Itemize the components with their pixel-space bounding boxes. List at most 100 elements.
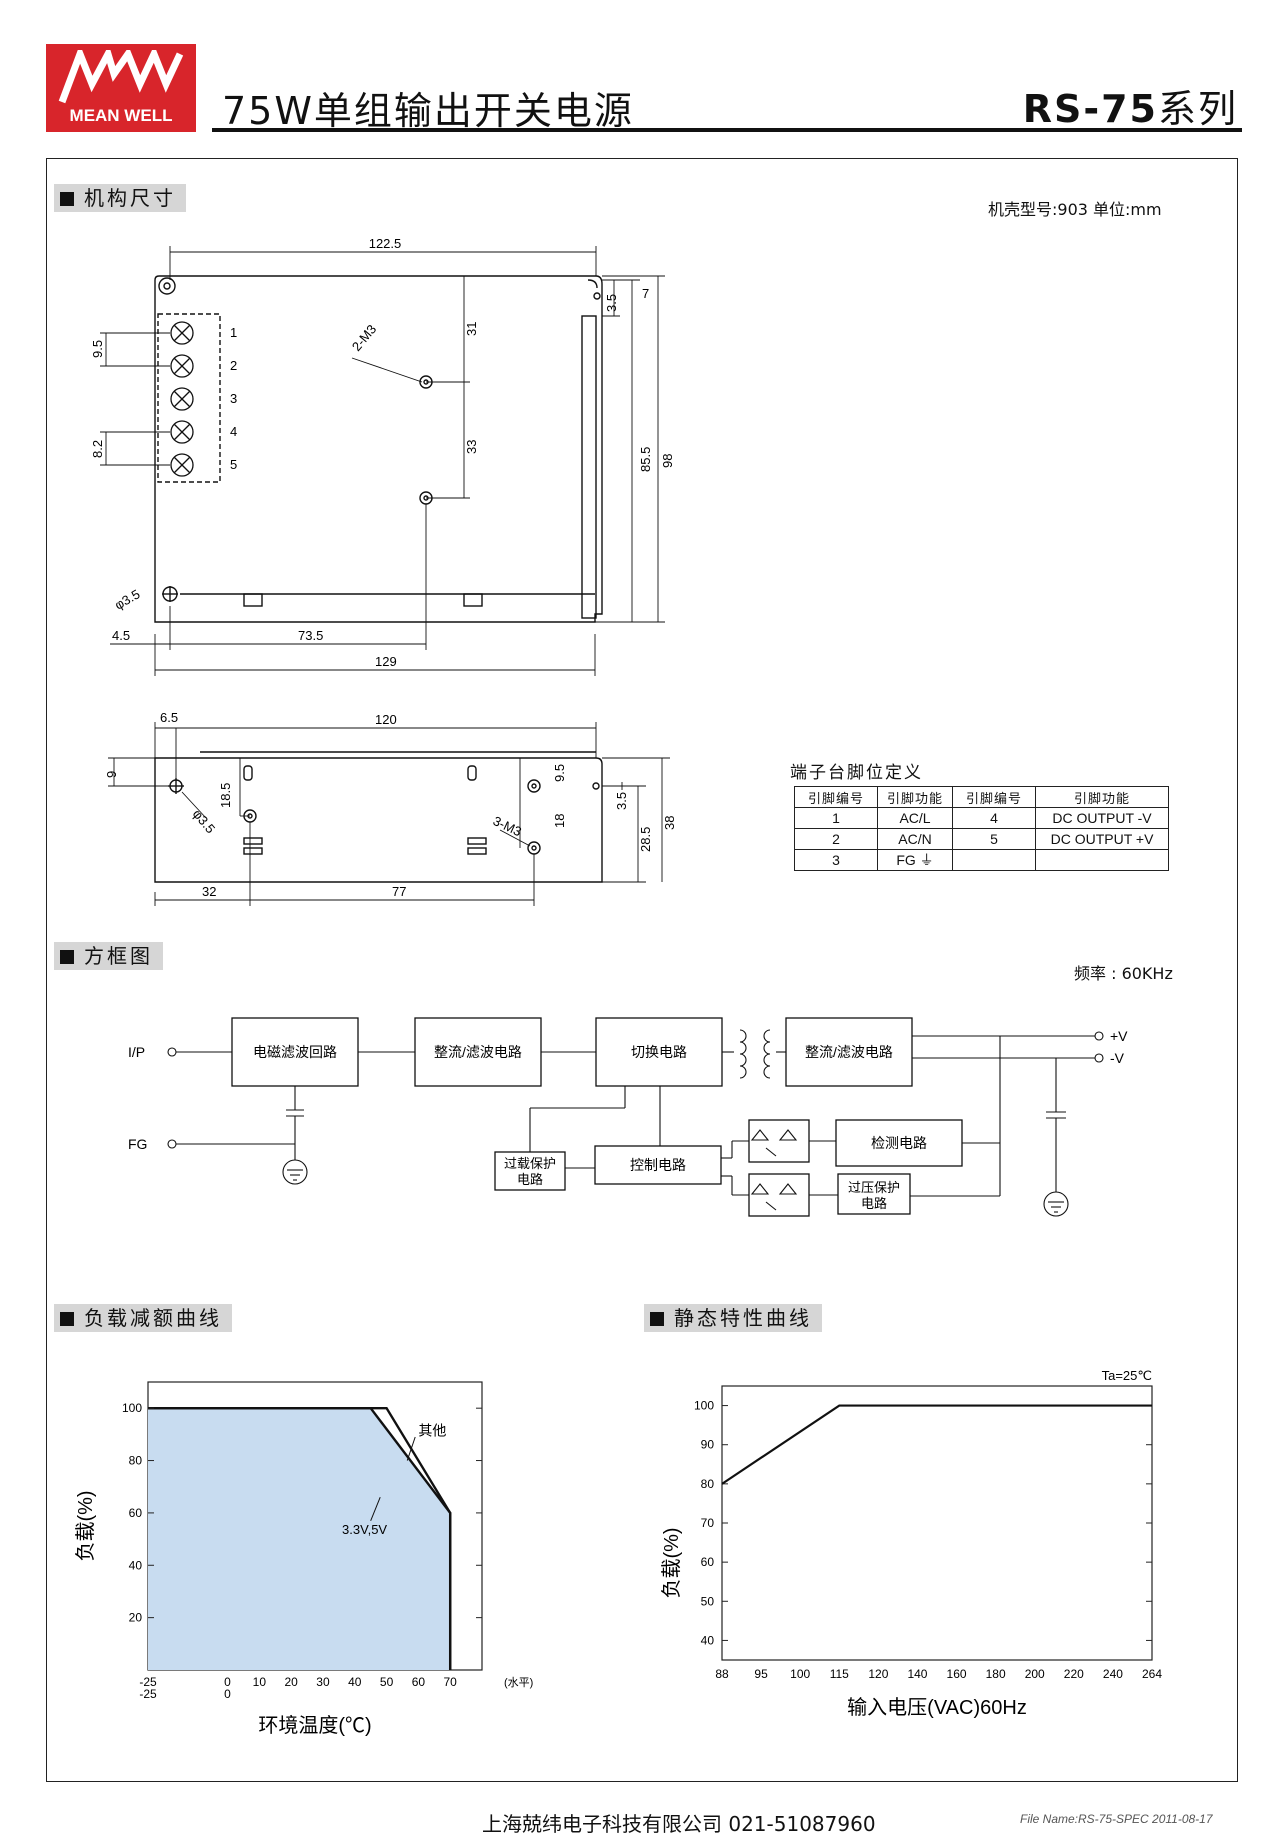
plot-frame (721, 1385, 1153, 1661)
side-view-drawing: 6.5 120 9 18.5 φ3.5 9.5 18 3-M3 3.5 28.5… (104, 710, 677, 906)
x-axis-label: 输入电压(VAC)60Hz (847, 1696, 1027, 1719)
terminal-label-3: 3 (230, 391, 237, 406)
y-tick-label: 20 (129, 1611, 143, 1625)
header-pin-func: 引脚功能 (877, 786, 953, 808)
y-tick-label: 80 (701, 1477, 715, 1491)
pin-table-title: 端子台脚位定义 (790, 763, 923, 783)
logo-brand-text: MEAN WELL (69, 106, 173, 125)
y-tick-label: 90 (701, 1438, 715, 1452)
dim-28-5: 28.5 (638, 827, 653, 852)
x-tick-label: 50 (380, 1675, 394, 1689)
x-axis-label: 环境温度(℃) (258, 1714, 371, 1737)
control-label: 控制电路 (630, 1157, 686, 1173)
ocp-label-2: 电路 (517, 1172, 543, 1187)
series-label-other: 其他 (418, 1423, 446, 1439)
y-tick-label: 60 (701, 1555, 715, 1569)
static-load-line (721, 1404, 1152, 1485)
x-tick-label: 200 (1025, 1667, 1045, 1681)
footer-company: 上海兢纬电子科技有限公司 021-51087960 (482, 1812, 876, 1836)
dim-38: 38 (662, 816, 677, 830)
detect-label: 检测电路 (871, 1135, 927, 1151)
x-tick-label: 10 (253, 1675, 267, 1689)
dim-120: 120 (375, 712, 397, 727)
series-suffix: 系列 (1157, 87, 1238, 131)
y-tick-label: 50 (701, 1594, 715, 1608)
table-header-row: 引脚编号 引脚功能 引脚编号 引脚功能 (794, 786, 1169, 808)
block-diagram: I/P FG +V -V 电磁滤波回路 整流/滤波电路 切换电路 整流/滤波电路… (128, 1017, 1128, 1217)
ovp-label-1: 过压保护 (848, 1180, 900, 1195)
x-tick-label: 100 (790, 1667, 810, 1681)
terminal-label-4: 4 (230, 424, 237, 439)
dim-6-5: 6.5 (160, 710, 178, 725)
vplus-label: +V (1110, 1028, 1128, 1044)
y-tick-label: 70 (701, 1516, 715, 1530)
label-side-hole-3-5: φ3.5 (190, 806, 219, 836)
series-line-3v3-5v (148, 1406, 452, 1670)
y-tick-label: 60 (129, 1506, 143, 1520)
section-block-diagram: 方框图 (54, 942, 163, 970)
header-pin-func-2: 引脚功能 (1035, 786, 1169, 808)
section-dimensions: 机构尺寸 (54, 184, 186, 212)
emi-box (231, 1017, 359, 1087)
x-tick-label: 180 (986, 1667, 1006, 1681)
fg-terminal-label: FG (128, 1136, 147, 1152)
x-tick-label: 0 (224, 1675, 231, 1689)
y-axis-label: 负载(%) (660, 1527, 683, 1598)
x-tick-label: 70 (444, 1675, 458, 1689)
y-tick-label: 80 (129, 1454, 143, 1468)
series-label-3v3-5v: 3.3V,5V (342, 1522, 387, 1537)
dim-width-122-5: 122.5 (369, 236, 402, 251)
dim-73-5: 73.5 (298, 628, 323, 643)
x-tick-label: 30 (316, 1675, 330, 1689)
frequency-note: 频率 : 60KHz (1074, 964, 1173, 983)
x-tick-label: 88 (715, 1667, 729, 1681)
leader-other (406, 1436, 416, 1461)
y-tick-label: 40 (701, 1633, 715, 1647)
x-tick-label: 20 (284, 1675, 298, 1689)
x-tick-label: 264 (1142, 1667, 1162, 1681)
x-unit-note: (水平) (504, 1676, 533, 1689)
terminal-label-1: 1 (230, 325, 237, 340)
footer-file-name: File Name:RS-75-SPEC 2011-08-17 (1020, 1812, 1213, 1826)
y-tick-label: 100 (122, 1401, 142, 1415)
terminal-label-2: 2 (230, 358, 237, 373)
rect1-label: 整流/滤波电路 (434, 1044, 522, 1060)
rect2-label: 整流/滤波电路 (805, 1044, 893, 1060)
x-tick-label: 60 (412, 1675, 426, 1689)
label-3-m3: 3-M3 (491, 813, 524, 839)
ocp-box (494, 1151, 566, 1191)
optocoupler-2 (748, 1173, 810, 1217)
dim-3-5: 3.5 (604, 294, 619, 312)
dim-129: 129 (375, 654, 397, 669)
section-static: 静态特性曲线 (644, 1304, 822, 1332)
terminal-screws (170, 321, 194, 477)
label-2-m3: 2-M3 (349, 322, 380, 354)
label-hole-3-5: φ3.5 (112, 586, 142, 612)
dim-side-9-5: 9.5 (552, 764, 567, 782)
dim-85-5: 85.5 (638, 447, 653, 472)
x-tick-label: 140 (907, 1667, 927, 1681)
dim-side-18: 18 (552, 814, 567, 828)
dim-4-5: 4.5 (112, 628, 130, 643)
x-tick-label: 220 (1064, 1667, 1084, 1681)
dim-31: 31 (464, 322, 479, 336)
ocp-label-1: 过载保护 (504, 1156, 556, 1171)
control-box (594, 1145, 722, 1185)
dim-32: 32 (202, 884, 216, 899)
dim-side-3-5: 3.5 (614, 792, 629, 810)
x-tick-label-secondary: 0 (224, 1687, 231, 1701)
x-tick-label: 40 (348, 1675, 362, 1689)
case-note: 机壳型号:903 单位:mm (988, 200, 1162, 219)
vminus-label: -V (1110, 1050, 1125, 1066)
x-tick-label-secondary: -25 (139, 1687, 157, 1701)
y-axis-label: 负载(%) (74, 1490, 97, 1561)
emi-label: 电磁滤波回路 (253, 1044, 337, 1060)
x-tick-label: 240 (1103, 1667, 1123, 1681)
rect1-box (414, 1017, 542, 1087)
ovp-label-2: 电路 (861, 1196, 887, 1211)
